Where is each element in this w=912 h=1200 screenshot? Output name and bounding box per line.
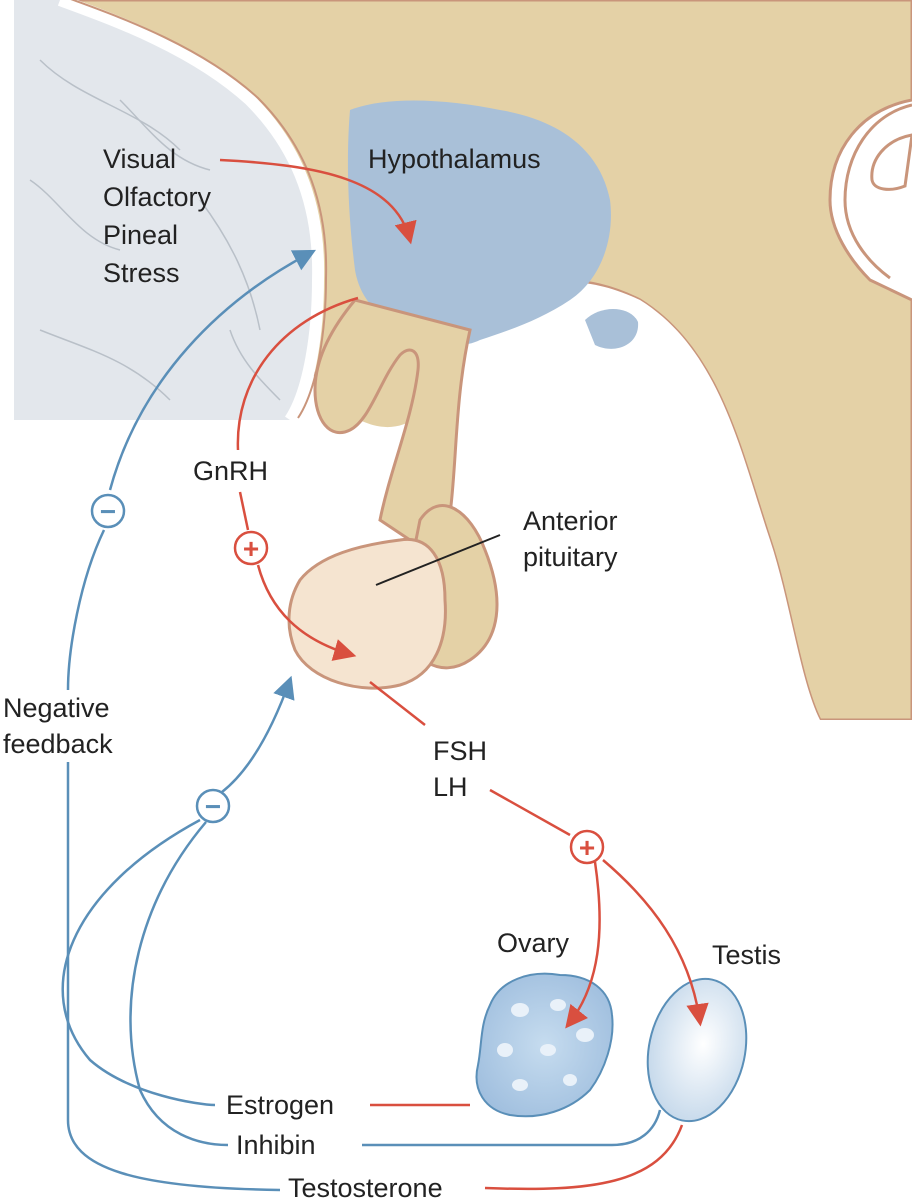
- long-loop-trunk: [66, 529, 281, 1192]
- gnrh-stimulate-sign: +: [233, 530, 269, 566]
- pituitary-inhibit-sign: −: [195, 788, 231, 824]
- testis-stimulation-arrow: [602, 859, 709, 1027]
- estrogen-label: Estrogen: [226, 1090, 334, 1120]
- pineal-recess: [870, 133, 912, 191]
- estrogen-feedback-line: [61, 818, 216, 1107]
- testis-shape: [646, 977, 748, 1123]
- ovary-stimulation-arrow: [565, 861, 601, 1029]
- inhibin-feedback-line: [129, 821, 229, 1147]
- svg-text:−: −: [100, 496, 116, 527]
- inhibin-label: Inhibin: [236, 1130, 316, 1160]
- sensory-input-arrow: [219, 158, 417, 245]
- fsh-label: FSH: [433, 736, 487, 766]
- fsh-lh-line: [489, 788, 571, 837]
- testosterone-label: Testosterone: [288, 1173, 443, 1200]
- optic-chiasm: [585, 308, 639, 349]
- anterior-pituitary-leader: [375, 534, 501, 586]
- infundibulum: [313, 298, 472, 563]
- pituitary-output-line: [369, 681, 426, 726]
- hypothalamus-inhibit-sign: −: [90, 493, 126, 529]
- input-stress: Stress: [103, 258, 180, 288]
- lh-label: LH: [433, 772, 468, 802]
- cortex: [14, 0, 319, 420]
- hypothalamus-region: [347, 100, 611, 346]
- svg-text:+: +: [579, 832, 595, 863]
- gnrh-to-plus-line: [238, 491, 250, 531]
- gnrh-stimulation-arrow: [256, 564, 357, 661]
- feedback-to-pituitary-arrow: [221, 675, 295, 793]
- gonadotropin-stimulate-sign: +: [569, 829, 605, 865]
- input-olfactory: Olfactory: [103, 182, 212, 212]
- inhibin-output-line: [362, 1109, 662, 1147]
- anterior-pituitary-label-line2: pituitary: [523, 542, 618, 572]
- testosterone-output-line: [484, 1124, 684, 1191]
- negative-feedback-label-line1: Negative: [3, 693, 110, 723]
- third-ventricle-outline: [843, 103, 912, 280]
- input-visual: Visual: [103, 144, 176, 174]
- gnrh-label: GnRH: [193, 456, 268, 486]
- sensory-inputs-list: Visual Olfactory Pineal Stress: [103, 144, 212, 288]
- anterior-pituitary-label-line1: Anterior: [523, 506, 618, 536]
- gnrh-release-line: [236, 296, 359, 451]
- cortex-edge: [57, 0, 325, 424]
- svg-text:−: −: [205, 791, 221, 822]
- ovary-follicles: [497, 999, 594, 1091]
- testis-label: Testis: [712, 940, 781, 970]
- svg-text:+: +: [243, 533, 259, 564]
- ovary-label: Ovary: [497, 928, 570, 958]
- input-pineal: Pineal: [103, 220, 178, 250]
- anterior-pituitary-shape: [287, 537, 447, 690]
- negative-feedback-label-line2: feedback: [3, 729, 113, 759]
- hypothalamus-label: Hypothalamus: [368, 144, 541, 174]
- feedback-to-hypothalamus-arrow: [108, 249, 316, 491]
- lower-space: [0, 282, 912, 1200]
